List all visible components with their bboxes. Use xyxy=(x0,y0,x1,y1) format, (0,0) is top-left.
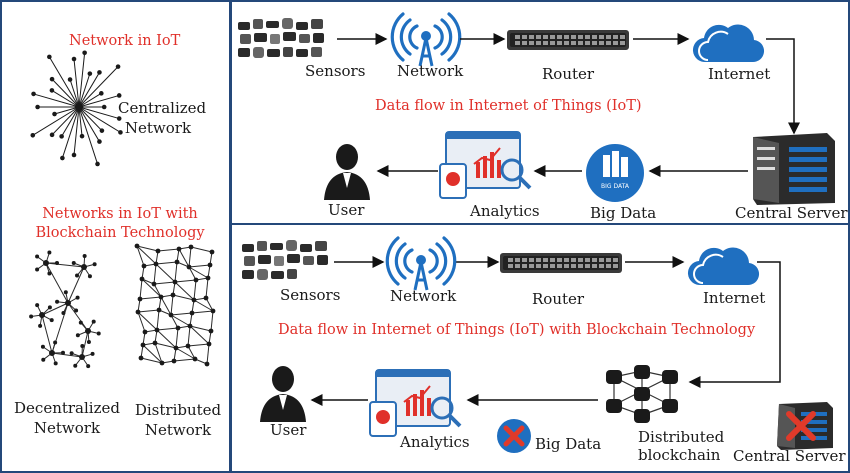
top-user-label: User xyxy=(328,201,365,219)
top-analytics-icon xyxy=(439,131,532,199)
top-big-data-label: Big Data xyxy=(590,204,657,222)
sensors-icon xyxy=(238,18,324,58)
bottom-flow-panel xyxy=(230,223,850,473)
top-router-icon xyxy=(507,30,629,50)
bottom-internet-cloud-icon xyxy=(687,247,760,286)
bottom-user-icon xyxy=(260,366,306,422)
bottom-analytics-icon xyxy=(369,369,462,437)
big-data-icon-text: BIG DATA xyxy=(601,183,630,190)
top-sensors-label: Sensors xyxy=(305,62,366,80)
top-central-server-icon xyxy=(753,133,835,205)
bottom-big-data-label: Big Data xyxy=(535,435,602,453)
centralized-network-icon xyxy=(30,50,123,167)
bottom-sensors-icon xyxy=(242,240,328,280)
bottom-user-label: User xyxy=(270,421,307,439)
decentralized-network-icon xyxy=(29,250,101,369)
bottom-router-label: Router xyxy=(532,290,585,308)
bottom-analytics-label: Analytics xyxy=(400,433,470,451)
top-central-server-label: Central Server xyxy=(735,204,848,222)
distributed-blockchain-icon xyxy=(606,365,678,423)
top-network-wifi-icon xyxy=(390,12,462,67)
distributed-blockchain-label: Distributed blockchain xyxy=(638,428,725,464)
left-title-blockchain: Networks in IoT with Blockchain Technolo… xyxy=(35,206,205,241)
bottom-network-label: Network xyxy=(390,287,457,305)
top-user-icon xyxy=(324,144,370,200)
distributed-network-label: Distributed Network xyxy=(134,401,222,439)
bottom-big-data-crossed-icon xyxy=(497,419,531,453)
bottom-central-server-label: Central Server xyxy=(733,447,846,465)
bottom-network-wifi-icon xyxy=(385,236,457,291)
top-analytics-label: Analytics xyxy=(470,202,540,220)
decentralized-network-label: Decentralized Network xyxy=(14,399,120,437)
centralized-network-label: Centralized Network xyxy=(118,99,207,137)
bottom-central-server-icon xyxy=(777,402,833,450)
distributed-network-icon xyxy=(134,243,216,367)
bottom-flow-title: Data flow in Internet of Things (IoT) wi… xyxy=(278,322,756,338)
top-flow-title: Data flow in Internet of Things (IoT) xyxy=(375,98,642,114)
top-router-label: Router xyxy=(542,65,595,83)
top-network-label: Network xyxy=(397,62,464,80)
bottom-sensors-label: Sensors xyxy=(280,286,341,304)
bottom-internet-label: Internet xyxy=(703,289,766,307)
top-internet-cloud-icon xyxy=(692,24,765,63)
left-title-centralized: Network in IoT xyxy=(69,33,181,49)
top-internet-label: Internet xyxy=(708,65,771,83)
bottom-router-icon xyxy=(500,253,622,273)
top-big-data-icon: BIG DATA xyxy=(586,144,644,202)
